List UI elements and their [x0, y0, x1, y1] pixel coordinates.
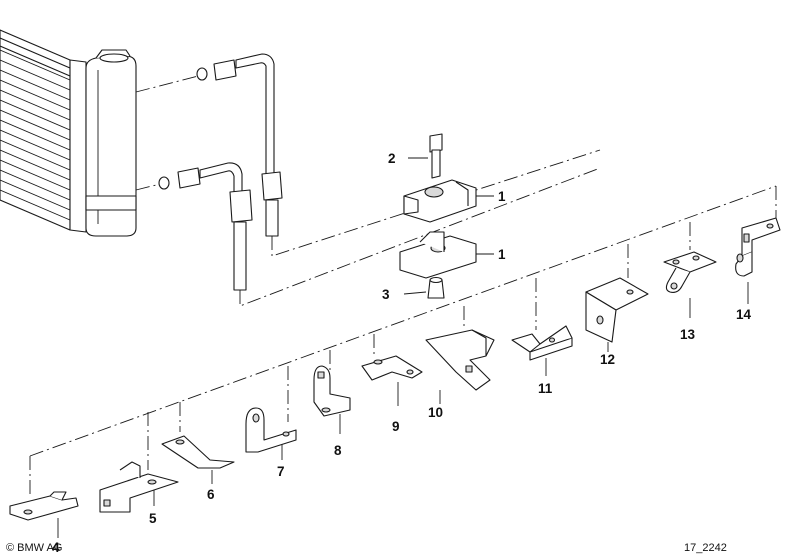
diagram-id: 17_2242 [684, 542, 727, 554]
callout-14: 14 [736, 307, 752, 322]
part-4-bracket: 4 [9, 491, 79, 555]
part-1-lower-clamp: 1 [399, 231, 506, 279]
part-2-bolt: 2 [388, 133, 443, 179]
callout-1-upper: 1 [498, 189, 506, 204]
part-8-bracket: 8 [313, 365, 351, 458]
part-9-bracket: 9 [361, 355, 423, 434]
part-13-bracket: 13 [663, 251, 717, 342]
bracket-reference-lines [29, 185, 777, 498]
part-5-bracket: 5 [99, 461, 179, 526]
part-11-bracket: 11 [511, 325, 573, 396]
callout-6: 6 [207, 487, 215, 502]
radiator [0, 29, 87, 233]
callout-12: 12 [600, 352, 615, 367]
oil-cooler-lines [135, 53, 601, 307]
callout-8: 8 [334, 443, 342, 458]
callout-3: 3 [382, 287, 390, 302]
callout-4: 4 [52, 540, 60, 555]
part-6-bracket: 6 [161, 435, 235, 502]
part-12-bracket: 12 [585, 277, 649, 367]
callout-13: 13 [680, 327, 696, 342]
callout-11: 11 [538, 381, 553, 396]
copyright-label: © BMW AG [6, 542, 62, 554]
part-1-upper-clamp: 1 [403, 179, 506, 223]
part-14-bracket: 14 [735, 217, 781, 322]
callout-2: 2 [388, 151, 396, 166]
radiator-side-tank [85, 49, 137, 237]
part-3-grommet: 3 [382, 276, 445, 302]
part-7-bracket: 7 [245, 407, 297, 479]
callout-5: 5 [149, 511, 157, 526]
callout-7: 7 [277, 464, 285, 479]
callout-10: 10 [428, 405, 443, 420]
part-10-bracket: 10 [425, 329, 495, 420]
callout-9: 9 [392, 419, 400, 434]
callout-1-lower: 1 [498, 247, 506, 262]
